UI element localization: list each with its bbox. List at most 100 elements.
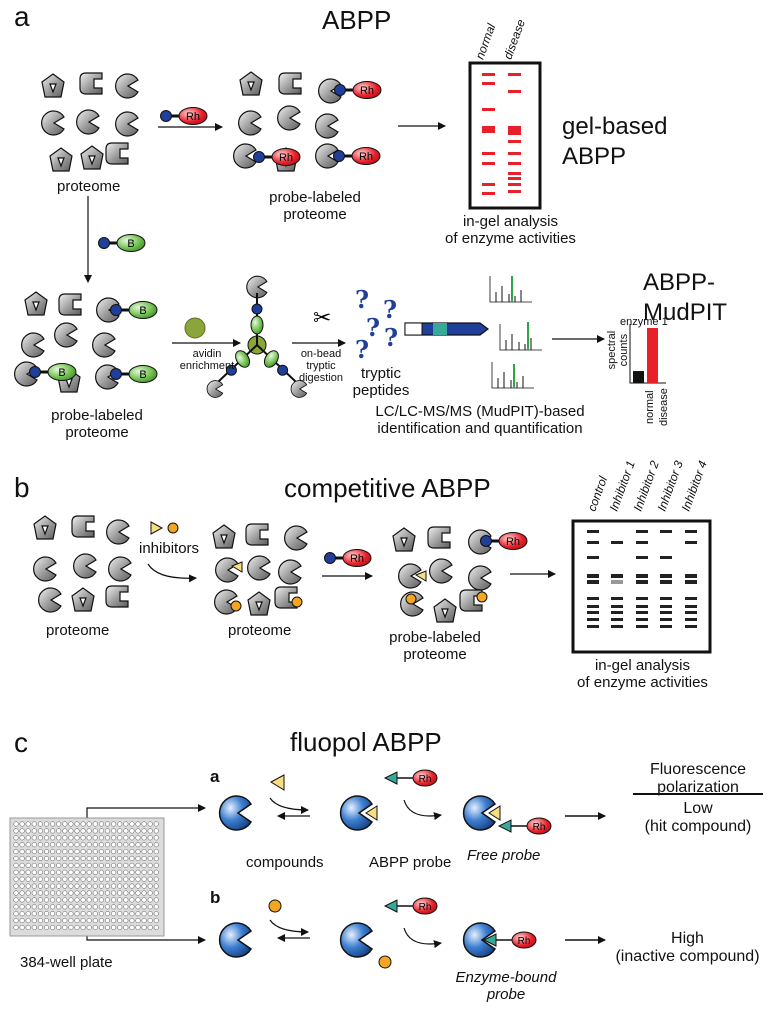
plate-well xyxy=(153,835,159,841)
complex-warhead xyxy=(277,364,289,376)
protein-shape xyxy=(38,587,62,613)
plate-well xyxy=(135,869,141,875)
plate-well xyxy=(98,869,104,875)
plate-well xyxy=(147,828,153,834)
plate-well xyxy=(123,876,129,882)
plate-well xyxy=(43,869,50,875)
avidin-bead xyxy=(184,317,206,339)
protein-body xyxy=(246,275,268,299)
probe-warhead xyxy=(160,110,172,122)
plate-well xyxy=(37,918,43,924)
plate-well xyxy=(123,855,129,862)
plate-well xyxy=(62,821,68,827)
plate-well xyxy=(74,924,80,931)
gel-b-band xyxy=(685,541,697,544)
probe-warhead xyxy=(480,535,492,547)
plate-well xyxy=(13,855,19,862)
protein-shape xyxy=(238,110,262,136)
fluor-tag-text: Rh xyxy=(419,774,432,785)
probe-molecule: Rh xyxy=(253,148,301,166)
gel-b-band xyxy=(587,541,599,544)
plate-well xyxy=(123,849,129,855)
mudpit-caption: LC/LC-MS/MS (MudPIT)-based identificatio… xyxy=(375,403,585,437)
protein-shape xyxy=(215,557,239,583)
plate-well xyxy=(25,835,31,841)
gel-band xyxy=(508,73,521,76)
plate-well xyxy=(56,849,62,855)
plate-well xyxy=(56,828,62,834)
plate-well xyxy=(141,904,147,910)
plate-well xyxy=(92,835,98,841)
plate-well xyxy=(153,849,159,855)
plate-well xyxy=(141,876,147,882)
plate-well xyxy=(19,876,25,882)
plate-well xyxy=(129,849,135,855)
plate-well xyxy=(43,862,50,868)
gel-b-band xyxy=(611,580,623,584)
plate-well xyxy=(147,821,153,827)
gel-b-band xyxy=(660,530,672,533)
plate-well xyxy=(74,890,80,896)
bar-chart xyxy=(629,324,666,384)
complex-biotin xyxy=(235,350,251,368)
plate-well xyxy=(74,862,80,868)
gel-b-band xyxy=(636,580,648,584)
protein-body xyxy=(433,598,457,623)
plate-well xyxy=(129,911,135,917)
plate-well xyxy=(56,897,62,903)
plate-well xyxy=(31,869,37,875)
well-plate xyxy=(9,817,165,937)
plate-well xyxy=(129,855,135,862)
plate-well xyxy=(13,924,19,931)
protein-body xyxy=(71,587,95,612)
plate-well xyxy=(117,883,123,889)
plate-well xyxy=(123,828,129,834)
plate-well xyxy=(50,897,56,903)
probe-molecule: B xyxy=(110,301,158,319)
protein-shape xyxy=(41,110,65,136)
plate-well xyxy=(123,924,129,931)
plate-well xyxy=(62,869,68,875)
fluor-tag xyxy=(511,931,537,949)
bar-disease xyxy=(647,328,658,383)
protein-shape xyxy=(105,142,129,165)
bound-compound xyxy=(365,805,378,821)
plate-well xyxy=(117,842,123,848)
plate-well xyxy=(141,862,147,868)
gel-b-band xyxy=(660,625,672,628)
panel-c-title: fluopol ABPP xyxy=(290,727,442,757)
plate-well xyxy=(19,855,25,862)
plate-well xyxy=(25,828,31,834)
protein-shape xyxy=(246,275,268,299)
protein-body xyxy=(92,332,116,358)
plate-well xyxy=(50,835,56,841)
gel-images xyxy=(468,61,712,654)
plate-well xyxy=(74,883,80,889)
plate-well xyxy=(147,918,153,924)
plate-well xyxy=(19,918,25,924)
plate-well xyxy=(111,862,117,868)
plate-well xyxy=(135,904,141,910)
gel-b-band xyxy=(636,618,648,621)
plate-well xyxy=(92,869,98,875)
plate-well xyxy=(153,904,159,910)
plate-well xyxy=(111,821,117,827)
plate-well xyxy=(98,862,104,868)
enzyme-body xyxy=(218,795,253,831)
plate-well xyxy=(141,890,147,896)
probe-warhead xyxy=(324,552,336,564)
protein-body xyxy=(38,587,62,613)
plate-well xyxy=(104,876,111,882)
plate-well xyxy=(37,855,43,862)
plate-well xyxy=(19,821,25,827)
plate-well xyxy=(98,855,104,862)
protein-shape xyxy=(80,145,104,170)
plate-well xyxy=(104,842,111,848)
plate-well xyxy=(86,869,92,875)
plate-well xyxy=(68,821,74,827)
plate-well xyxy=(80,918,86,924)
plate-well xyxy=(68,828,74,834)
gel-band xyxy=(508,162,521,165)
plate-well xyxy=(129,828,135,834)
